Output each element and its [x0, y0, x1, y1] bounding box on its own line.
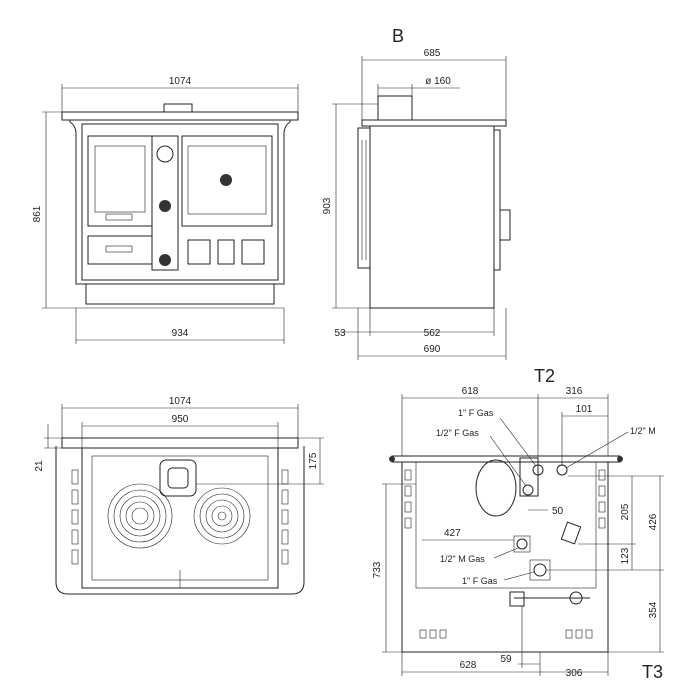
side-body: [369, 125, 495, 309]
side-flue-pipe: [377, 95, 413, 121]
top-view: 1074 950 21 175: [34, 396, 324, 595]
side-rear-panel: [493, 129, 501, 271]
view-label-t2: T2: [534, 366, 555, 386]
dim-rear-205: 205: [620, 503, 631, 520]
front-view: 1074 861 934: [32, 76, 299, 344]
top-back-edge: [61, 437, 299, 449]
label-1in-f-gas-top: 1" F Gas: [458, 408, 494, 418]
dim-rear-101: 101: [576, 404, 593, 415]
label-half-f-gas: 1/2" F Gas: [436, 428, 479, 438]
top-hotplate-left: [107, 483, 173, 549]
front-oven-door-left: [87, 135, 153, 227]
dim-top-left: 21: [34, 460, 45, 472]
label-half-m: 1/2" M: [630, 426, 656, 436]
side-front-fascia: [357, 127, 371, 269]
dim-side-height: 903: [322, 197, 333, 214]
top-rail: [55, 446, 305, 595]
dim-rear-316: 316: [566, 386, 583, 397]
rear-top-rail: [391, 455, 621, 463]
dim-rear-427: 427: [444, 528, 461, 539]
dim-front-base: 934: [172, 328, 189, 339]
rear-back-panel: [415, 461, 597, 589]
label-1in-f-gas-bottom: 1" F Gas: [462, 576, 498, 586]
front-oven-window-left: [94, 145, 146, 213]
front-drawer-handle-left: [105, 245, 133, 253]
dim-rear-628: 628: [460, 660, 477, 671]
rear-flue-outlet: [475, 459, 517, 517]
front-oven-window-right: [187, 145, 267, 215]
dim-top-width: 1074: [169, 396, 192, 407]
rear-fitting-half-f-gas: [522, 484, 534, 496]
label-half-m-gas: 1/2" M Gas: [440, 554, 485, 564]
view-label-t3: T3: [642, 662, 663, 682]
leader-line: [565, 431, 629, 469]
dim-rear-618: 618: [462, 386, 479, 397]
front-panel-2: [217, 239, 235, 265]
front-oven-door-right: [181, 135, 273, 227]
front-top-plate: [61, 111, 299, 121]
front-flue-collar: [163, 103, 193, 113]
front-plinth: [85, 283, 275, 305]
top-side-slots-left: [71, 469, 79, 565]
dim-rear-59: 59: [500, 654, 512, 665]
top-hob-plate: [81, 447, 279, 589]
front-oven-knob-right: [220, 174, 232, 186]
front-knob-upper: [159, 200, 171, 212]
rear-rail-end-right: [617, 456, 623, 462]
rear-rail-end-left: [389, 456, 395, 462]
rear-bottom-vents: [419, 629, 593, 639]
front-frame: [81, 123, 279, 281]
top-flue-inner: [167, 467, 189, 489]
rear-view: T2 T3: [372, 366, 664, 682]
front-thermometer-dial: [156, 145, 174, 163]
side-top-plate: [361, 119, 507, 127]
leader-line: [503, 571, 535, 581]
dim-side-body: 562: [424, 328, 441, 339]
front-center-column: [151, 135, 179, 271]
dim-side-total: 690: [424, 344, 441, 355]
rear-valve: [560, 521, 582, 545]
rear-body: [401, 461, 609, 653]
rear-control-box: [509, 591, 525, 607]
dim-front-height: 861: [32, 205, 43, 222]
leader-line: [499, 417, 537, 467]
dim-flue-diameter: ø 160: [425, 76, 451, 87]
view-label-b: B: [392, 26, 404, 46]
dim-top-right: 175: [308, 452, 319, 469]
dim-rear-354: 354: [648, 601, 659, 618]
top-hob-inner: [91, 455, 269, 581]
rear-fitting-half-m-gas: [516, 538, 528, 550]
rear-control-knob: [569, 591, 583, 605]
rear-fitting-1in-f-gas-bottom: [533, 563, 547, 577]
leader-line: [489, 435, 527, 487]
rear-fitting-half-m: [556, 464, 568, 476]
side-rear-fitting: [499, 209, 511, 241]
front-panel-3: [241, 239, 265, 265]
dim-rear-733: 733: [372, 561, 383, 578]
rear-fitting-plate: [513, 535, 531, 553]
front-panel-1: [187, 239, 211, 265]
rear-water-fittings: [519, 457, 539, 497]
top-side-slots-right: [281, 469, 289, 565]
dim-front-width: 1074: [169, 76, 192, 87]
front-knob-lower: [159, 254, 171, 266]
front-handle-left: [105, 213, 133, 221]
top-hotplate-right: [193, 487, 251, 545]
side-view: B 685 ø 160 903 53 562: [322, 26, 511, 360]
dim-rear-123: 123: [620, 547, 631, 564]
leader-line: [493, 547, 519, 559]
rear-side-slots-left: [404, 469, 412, 529]
top-flue-opening: [159, 459, 197, 497]
dim-top-inner: 950: [172, 414, 189, 425]
dim-side-offset: 53: [334, 328, 346, 339]
dim-rear-50: 50: [552, 506, 564, 517]
dim-rear-306: 306: [566, 668, 583, 679]
dim-rear-426: 426: [648, 513, 659, 530]
dim-side-depth: 685: [424, 48, 441, 59]
front-body-outline: [69, 120, 291, 285]
rear-side-slots-right: [598, 469, 606, 529]
front-drawer-left: [87, 235, 153, 265]
